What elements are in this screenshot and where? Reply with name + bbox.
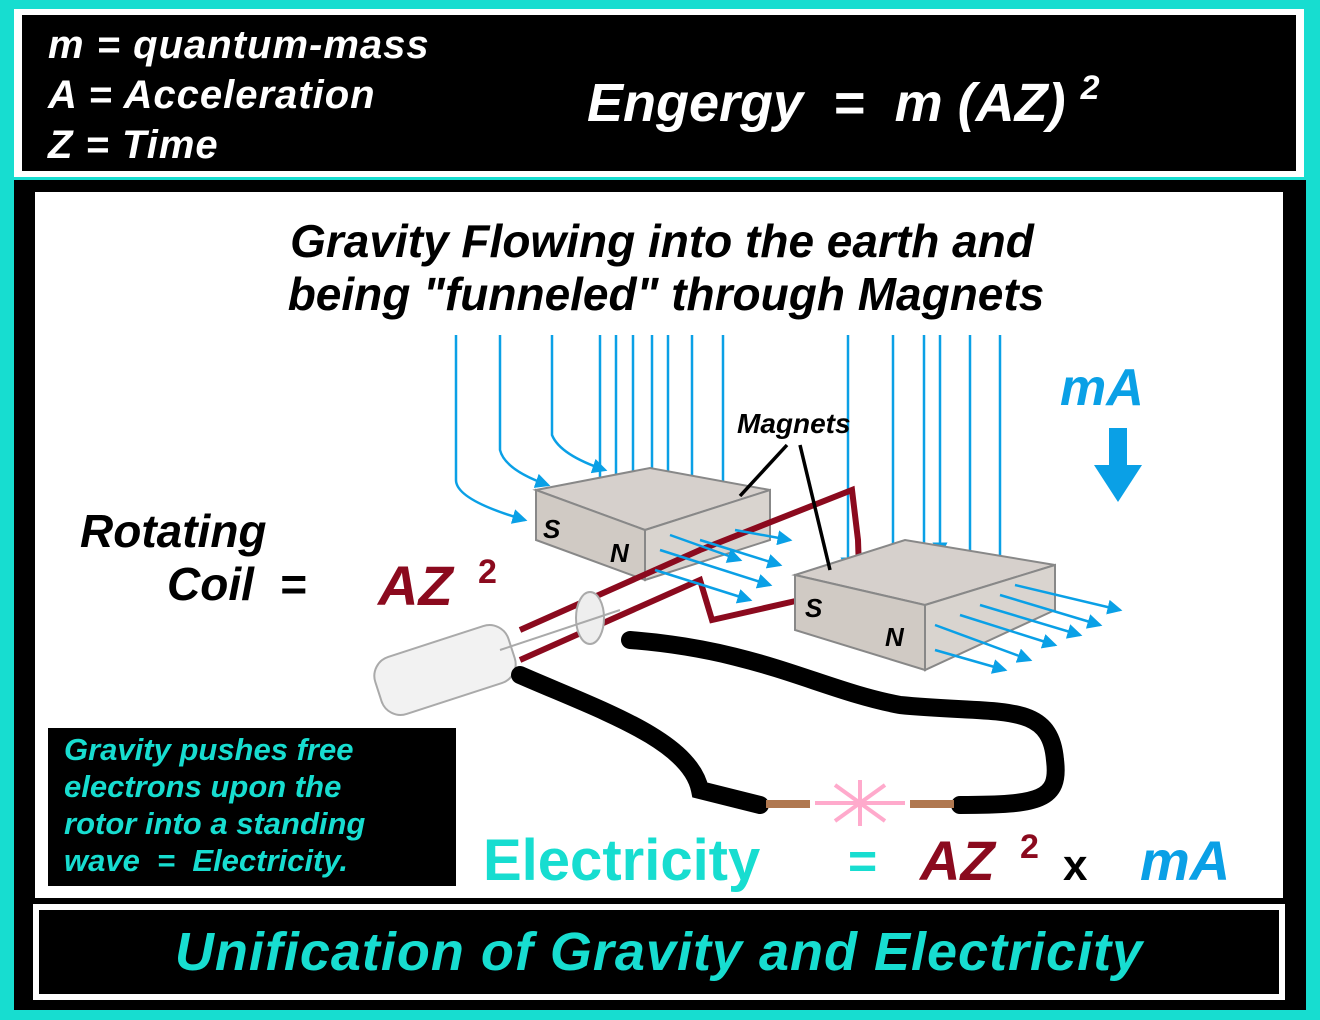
- magnet-right: S N: [791, 538, 1056, 672]
- definition-z: Z = Time: [48, 123, 219, 167]
- explanation-note: Gravity pushes free electrons upon the r…: [48, 728, 456, 886]
- ma-label: mA: [1060, 359, 1144, 417]
- pole-s-left: S: [543, 514, 561, 544]
- footer-banner-text: Unification of Gravity and Electricity: [39, 910, 1279, 994]
- down-arrow-head-icon: [1094, 465, 1142, 502]
- rotor-shaft: [373, 591, 621, 716]
- title-line-2: being "funneled" through Magnets: [288, 268, 1045, 320]
- magnets-pointer-lines: [738, 443, 832, 571]
- definition-m: m = quantum-mass: [48, 23, 430, 67]
- magnet-left: S N: [532, 466, 771, 582]
- note-line: rotor into a standing: [64, 806, 366, 841]
- electricity-label: Electricity: [483, 828, 760, 893]
- rotating-label: Rotating: [80, 505, 267, 557]
- magnets-label: Magnets: [737, 408, 851, 439]
- note-line: Gravity pushes free: [64, 732, 354, 767]
- pole-s-right: S: [805, 593, 823, 623]
- diagram-panel: Gravity Flowing into the earth and being…: [14, 180, 1306, 1010]
- down-arrow-icon: [1109, 428, 1127, 468]
- energy-exponent: 2: [1080, 69, 1100, 107]
- generator-diagram: Gravity Flowing into the earth and being…: [80, 215, 1230, 893]
- pole-n-left: N: [610, 538, 630, 568]
- pole-n-right: N: [885, 622, 905, 652]
- times-sign: x: [1063, 841, 1088, 890]
- note-line: wave = Electricity.: [64, 843, 349, 878]
- footer-banner: Unification of Gravity and Electricity: [33, 904, 1285, 1000]
- definition-a: A = Acceleration: [48, 73, 376, 117]
- coil-label: Coil =: [167, 558, 306, 610]
- electricity-exponent: 2: [1020, 828, 1039, 866]
- wire-tip-right: [910, 800, 954, 808]
- electricity-ma: mA: [1140, 829, 1230, 892]
- coil-exponent: 2: [478, 553, 497, 591]
- definitions-panel: m = quantum-mass A = Acceleration Z = Ti…: [14, 9, 1304, 177]
- ma-indicator: mA: [1060, 359, 1144, 502]
- note-line: electrons upon the: [64, 769, 342, 804]
- energy-equation-text: Engergy = m (AZ): [587, 73, 1081, 133]
- electricity-az: AZ: [918, 829, 996, 892]
- electricity-equals: =: [848, 833, 877, 889]
- coil-az: AZ: [376, 554, 454, 617]
- field-arrows: [654, 528, 1123, 674]
- energy-equation: Engergy = m (AZ) 2: [587, 69, 1100, 134]
- diagram-canvas: Gravity Flowing into the earth and being…: [35, 192, 1283, 898]
- spark-icon: [815, 780, 905, 826]
- wire-tip-left: [766, 800, 810, 808]
- title-line-1: Gravity Flowing into the earth and: [290, 215, 1035, 267]
- output-cable: [511, 631, 1065, 814]
